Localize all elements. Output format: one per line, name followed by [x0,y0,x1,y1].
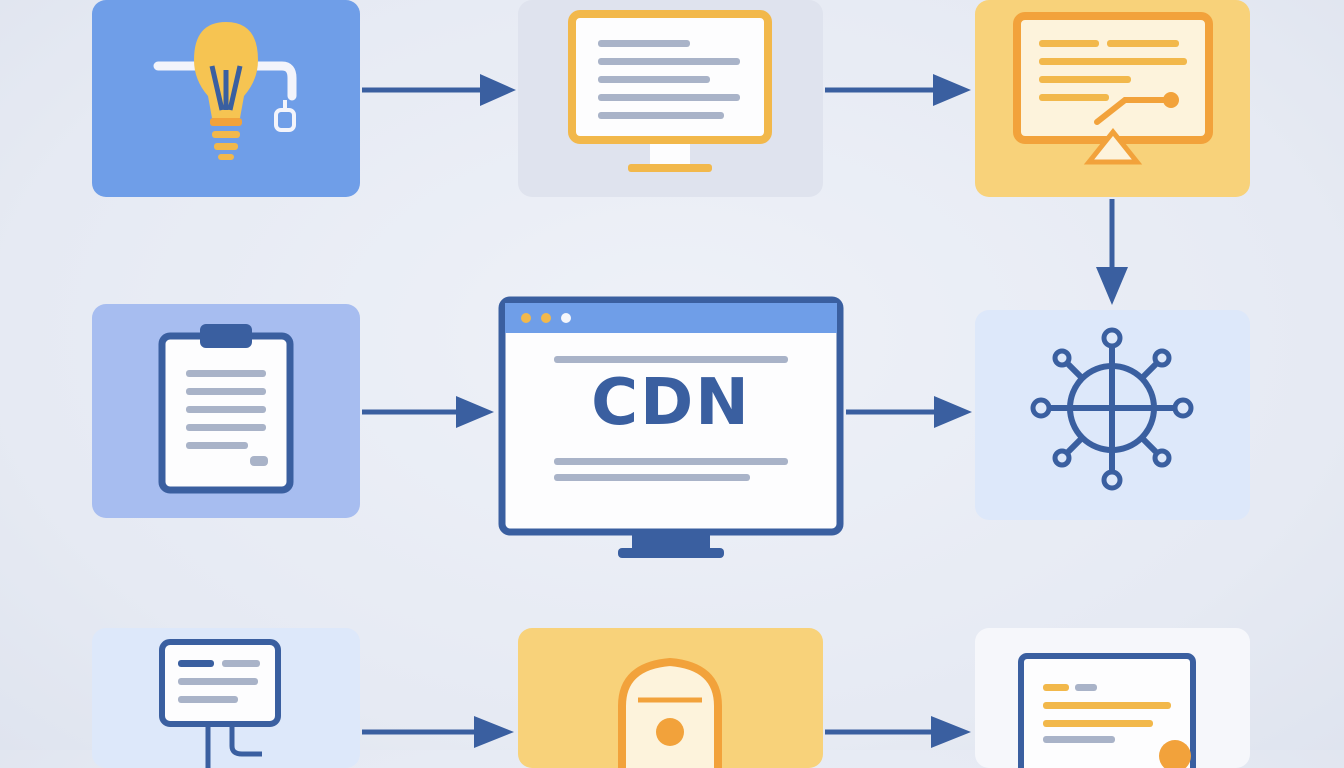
idea-node [92,0,360,197]
monitor-icon [568,10,772,172]
arrow-cdn-to-network [844,392,975,432]
server-lock-icon [618,657,722,768]
monitor-icon [1018,653,1196,768]
cdn-node [498,296,844,564]
arrow-server-to-result [823,712,975,750]
clipboard-node [92,304,360,518]
lightbulb-icon [153,22,297,160]
monitor-edit-node [975,0,1250,197]
monitor-edit-icon [1013,12,1213,165]
arrow-doc-to-server [360,712,518,750]
clipboard-icon [158,324,294,494]
arrow-clipboard-to-cdn [360,392,498,432]
monitor-result-node [975,628,1250,768]
browser-window-icon [498,296,844,558]
arrow-edit-to-network [1092,197,1132,309]
server-lock-node [518,628,823,768]
network-node [975,310,1250,520]
monitor-content-node [518,0,823,197]
document-flow-icon [159,639,281,768]
arrow-monitor-to-edit [823,70,975,110]
cdn-label: CDN [591,366,751,440]
document-flow-node [92,628,360,768]
arrow-idea-to-monitor [360,70,520,110]
network-hub-icon [1030,327,1194,491]
